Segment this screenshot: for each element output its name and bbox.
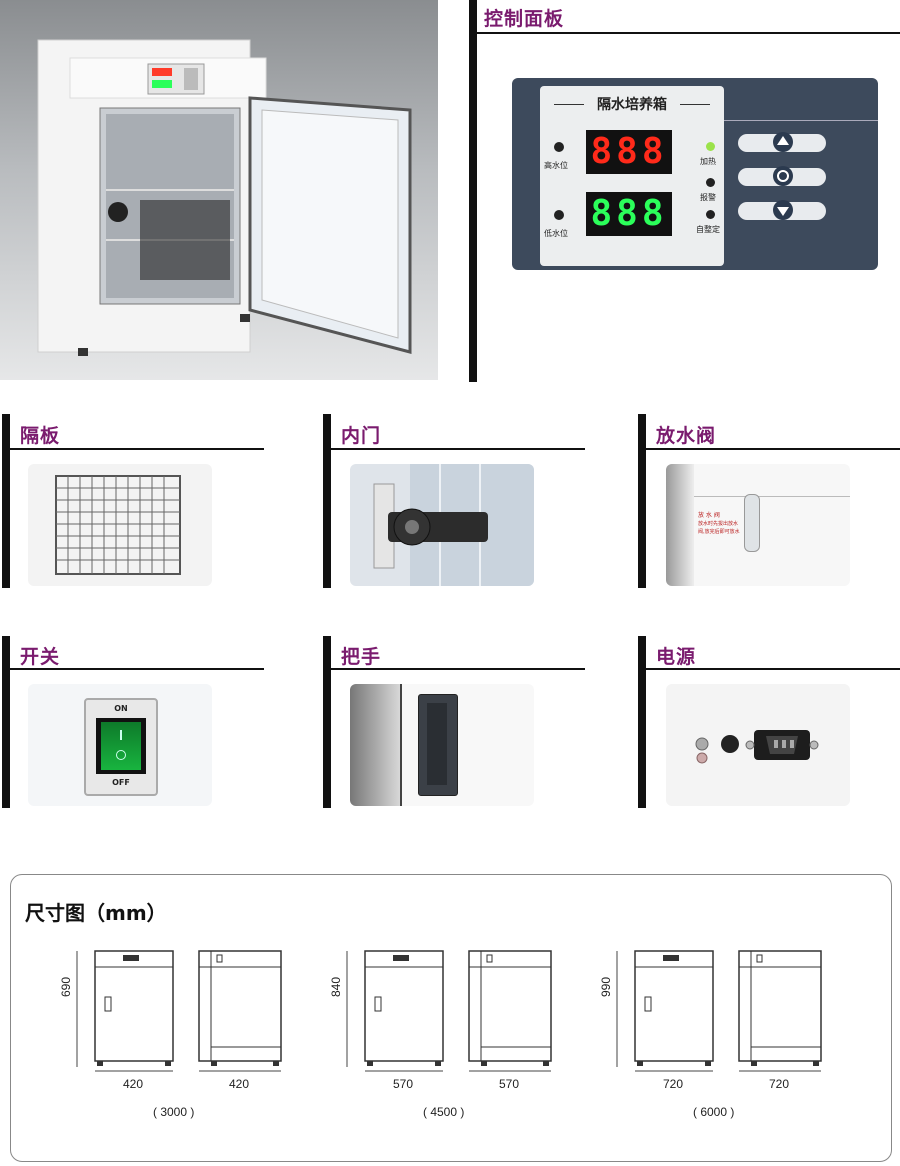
section-underline (331, 448, 585, 450)
inner-door-title: 内门 (341, 425, 382, 447)
high-water-led-icon (554, 142, 564, 152)
panel-face: 隔水培养箱 888 888 高水位 低水位 加热 报警 自整定 (540, 86, 724, 266)
switch-title: 开关 (20, 646, 61, 668)
temperature-display: 888 (586, 130, 672, 174)
dimension-model-1: 690 420 420 ( 3000 ) (31, 947, 291, 1119)
side-width-label: 570 (499, 1077, 520, 1091)
section-underline (646, 668, 900, 670)
cabinet-edge (666, 464, 694, 586)
alarm-led-icon (706, 178, 715, 187)
dimension-title: 尺寸图（mm） (25, 901, 167, 925)
dimension-panel: 尺寸图（mm） 690 420 420 ( 3000 ) (10, 874, 892, 1162)
section-bar (323, 414, 331, 588)
switch-frame: ON OFF (84, 698, 158, 796)
front-side-drawing-icon (346, 950, 552, 1072)
cabinet-side (350, 684, 400, 806)
shelf-title: 隔板 (20, 425, 61, 447)
shelf-photo (28, 464, 212, 586)
height-label: 840 (329, 976, 343, 997)
drain-valve-icon[interactable] (744, 494, 760, 552)
inner-door-photo (350, 464, 534, 586)
section-underline (331, 668, 585, 670)
power-title: 电源 (656, 646, 697, 668)
panel-name-rule (680, 104, 710, 105)
low-water-led-icon (554, 210, 564, 220)
section-bar (2, 414, 10, 588)
section-underline (646, 448, 900, 450)
side-width-label: 420 (229, 1077, 250, 1091)
model-label: ( 6000 ) (693, 1105, 735, 1119)
control-panel-photo: 隔水培养箱 888 888 高水位 低水位 加热 报警 自整定 (512, 78, 878, 270)
handle-recess (427, 703, 447, 785)
alarm-label: 报警 (700, 193, 716, 202)
door-latch-icon (373, 464, 534, 586)
front-side-drawing-icon (616, 950, 822, 1072)
on-mark-icon (120, 730, 122, 740)
off-mark-icon (116, 750, 126, 760)
door-gap (400, 684, 402, 806)
low-water-label: 低水位 (544, 229, 568, 238)
section-bar (323, 636, 331, 808)
section-bar (638, 414, 646, 588)
power-photo (666, 684, 850, 806)
incubator-illustration (37, 39, 412, 356)
model-label: ( 4500 ) (423, 1105, 465, 1119)
section-underline (477, 32, 900, 34)
height-label: 990 (599, 976, 613, 997)
setpoint-display: 888 (586, 192, 672, 236)
front-width-label: 420 (123, 1077, 144, 1091)
shift-button[interactable] (738, 166, 826, 186)
control-panel-title: 控制面板 (484, 8, 565, 30)
rocker-switch[interactable] (101, 722, 141, 770)
heating-led-icon (706, 142, 715, 151)
section-bar (2, 636, 10, 808)
switch-off-label: OFF (112, 778, 130, 787)
section-bar (469, 0, 477, 382)
door-handle-icon[interactable] (418, 694, 458, 796)
up-arrow-icon (773, 132, 793, 152)
front-width-label: 720 (663, 1077, 684, 1091)
drain-note-2: 阀,放完后即可放水 (698, 529, 740, 535)
up-button[interactable] (738, 132, 826, 152)
panel-name-rule (554, 104, 584, 105)
height-label: 690 (59, 976, 73, 997)
down-arrow-icon (773, 200, 793, 220)
drain-label: 放 水 阀 (698, 512, 720, 519)
self-tune-label: 自整定 (696, 225, 720, 234)
section-bar (638, 636, 646, 808)
rocker-bezel (96, 718, 146, 774)
switch-on-label: ON (114, 704, 128, 713)
front-side-drawing-icon (76, 950, 282, 1072)
handle-photo (350, 684, 534, 806)
high-water-label: 高水位 (544, 161, 568, 170)
section-underline (10, 668, 264, 670)
section-underline (10, 448, 264, 450)
cycle-icon (773, 166, 793, 186)
drain-valve-title: 放水阀 (656, 425, 717, 447)
panel-name: 隔水培养箱 (597, 97, 667, 113)
dimension-model-3: 990 720 720 ( 6000 ) (571, 947, 831, 1119)
wire-shelf-icon (55, 475, 181, 575)
drain-note-1: 放水时先拔出放水 (698, 521, 739, 527)
down-button[interactable] (738, 200, 826, 220)
seam-line (694, 496, 850, 497)
model-label: ( 3000 ) (153, 1105, 195, 1119)
switch-photo: ON OFF (28, 684, 212, 806)
drain-valve-photo: 放 水 阀 放水时先拔出放水 阀,放完后即可放水 (666, 464, 850, 586)
handle-title: 把手 (341, 646, 382, 668)
front-width-label: 570 (393, 1077, 414, 1091)
panel-rule (724, 120, 878, 121)
self-tune-led-icon (706, 210, 715, 219)
product-photo (0, 0, 438, 380)
power-socket-icon (695, 730, 819, 764)
side-width-label: 720 (769, 1077, 790, 1091)
dimension-model-2: 840 570 570 ( 4500 ) (301, 947, 561, 1119)
heating-label: 加热 (700, 157, 716, 166)
